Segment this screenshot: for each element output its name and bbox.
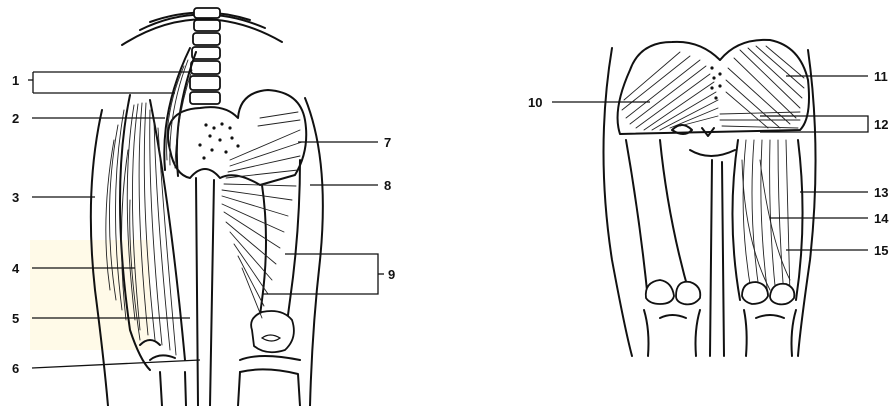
label-3: 3 [12,190,19,205]
label-6: 6 [12,361,19,376]
label-11: 11 [874,69,888,84]
label-8: 8 [384,178,391,193]
right-figure [604,40,816,356]
adductor-fibres [222,112,302,318]
iliopsoas-fibres [164,48,196,176]
label-13: 13 [874,185,888,200]
label-7: 7 [384,135,391,150]
label-10: 10 [528,95,542,110]
label-9: 9 [388,267,395,282]
label-2: 2 [12,111,19,126]
label-1: 1 [12,73,19,88]
label-5: 5 [12,311,19,326]
label-15: 15 [874,243,888,258]
hamstring-fibres [732,140,802,300]
label-14: 14 [874,211,889,226]
label-12: 12 [874,117,888,132]
pelvis-dots [198,122,239,159]
label-4: 4 [12,261,20,276]
